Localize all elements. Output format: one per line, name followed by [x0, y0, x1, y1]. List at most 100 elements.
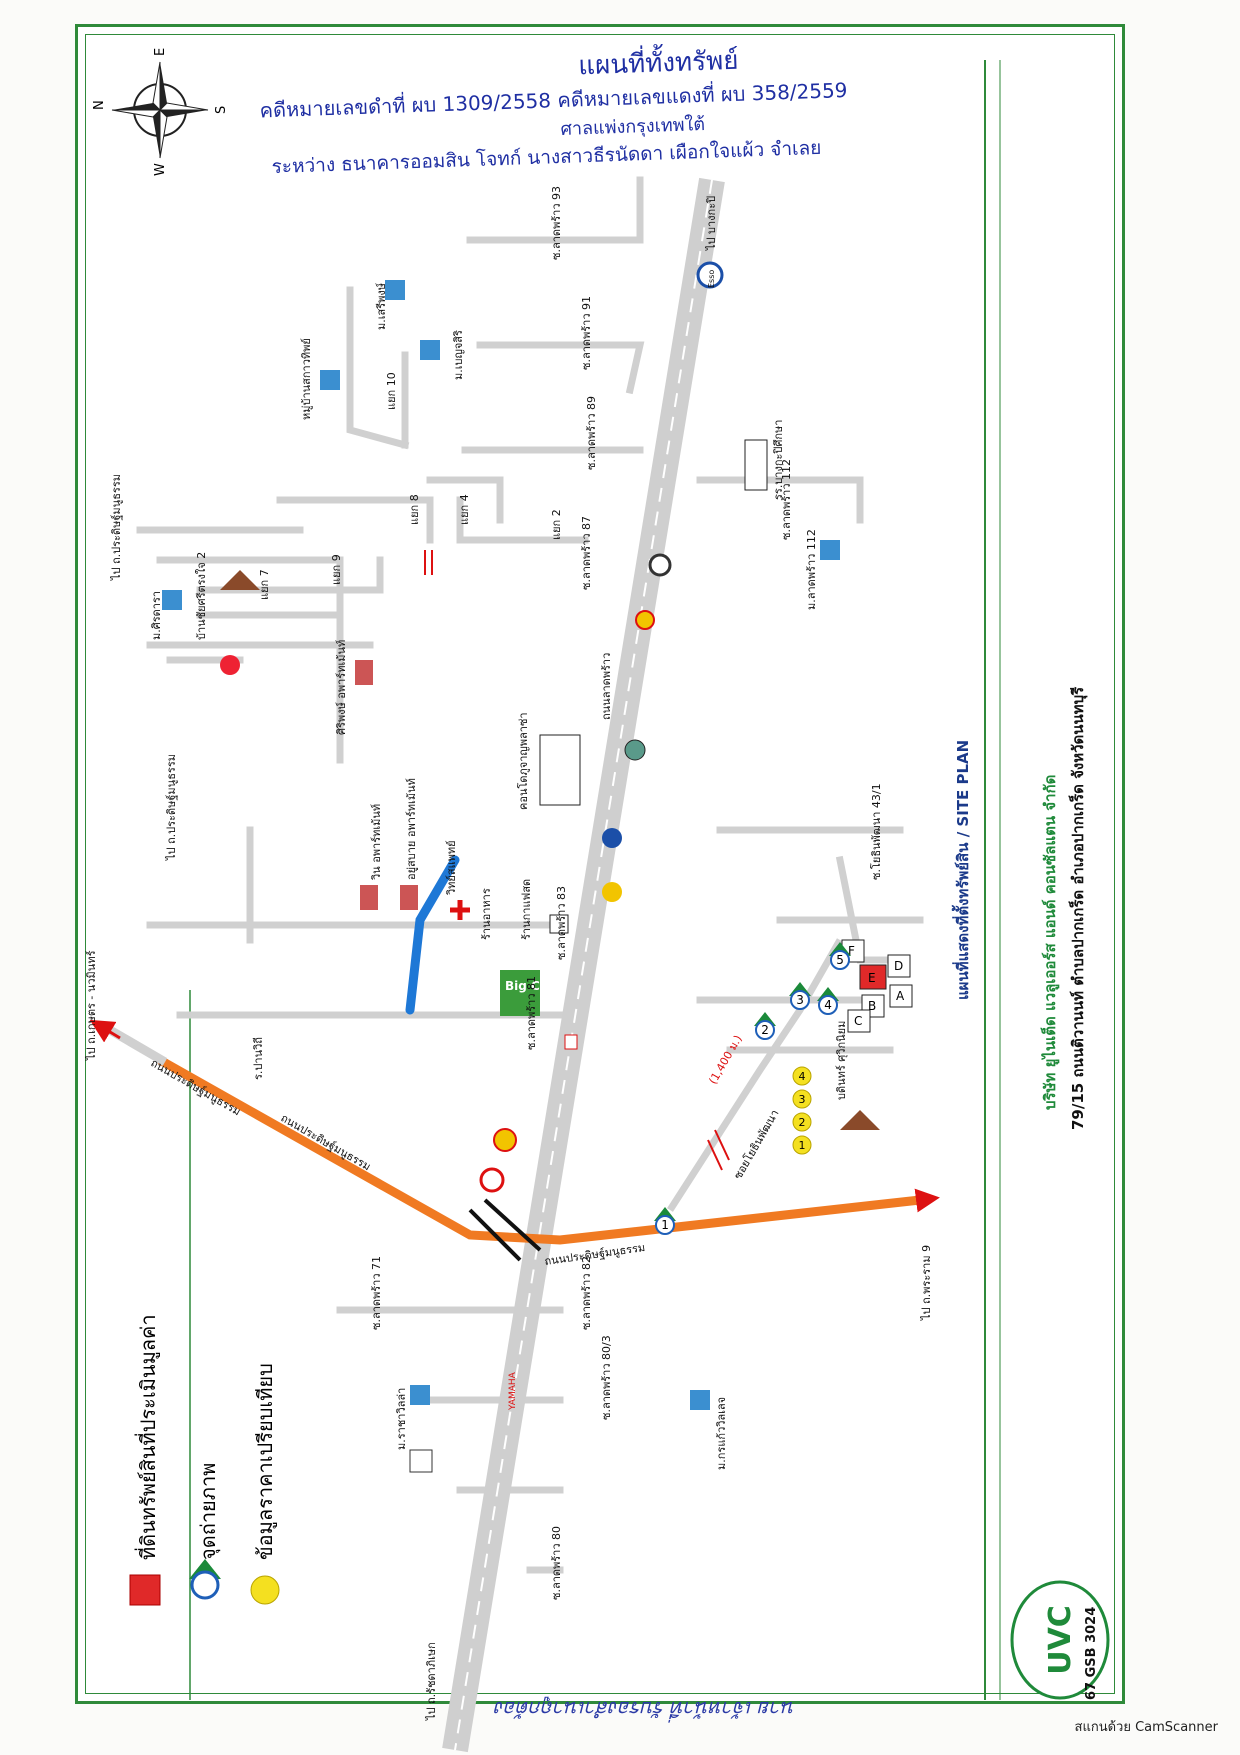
comparison-points: 1 2 3 4	[792, 1066, 812, 1155]
soi-pannawat: ร.ปานวิถี	[252, 1037, 265, 1080]
m-chanarat-icon	[420, 340, 440, 360]
plot-label-f: F	[848, 944, 855, 958]
photo-point-2-label: 2	[761, 1023, 769, 1037]
place-condo: คอนโดภูจาญพลาซ่า	[516, 712, 530, 810]
site-plan-code: 67 GSB 3024	[1084, 1607, 1099, 1700]
soi-93-road	[556, 176, 644, 244]
clinic-cross-icon	[450, 900, 470, 920]
place-usaan-apart: อยู่สบาย อพาร์ทเม้นท์	[405, 778, 418, 880]
site-plan-panel: แผนที่แสดงที่ตั้งทรัพย์สิน / SITE PLAN บ…	[951, 686, 1110, 1700]
site-plan-title: แผนที่แสดงที่ตั้งทรัพย์สิน / SITE PLAN	[951, 740, 972, 1000]
place-baanpim: บดินทร์ ศุวิกนิยม	[835, 1021, 848, 1100]
place-m-suetphong: ม.เสรีพงษ์	[375, 283, 388, 330]
plot-label-e: E	[868, 971, 876, 985]
comparison-point-4[interactable]: 4	[792, 1066, 812, 1086]
soi-87: ซ.ลาดพร้าว 87	[580, 516, 593, 590]
handwritten-header: แผนที่ทั้งทรัพย์ คดีหมายเลขดำที่ ผบ 1309…	[259, 41, 848, 178]
m-kanokwilla-icon	[690, 1390, 710, 1410]
comparison-point-2[interactable]: 2	[792, 1112, 812, 1132]
soi-112: ซ.ลาดพร้าว 112	[780, 459, 793, 540]
soi-yaek7: แยก 7	[258, 569, 271, 600]
place-ngamwong: ศิริพงษ์ อพาร์ทเม้นท์	[335, 640, 348, 735]
shell-icon-2	[493, 1128, 517, 1152]
compass-rose: N S E W	[92, 48, 229, 176]
place-rr-bangkapi: รร.บางกะปิศึกษา	[772, 420, 785, 500]
comparison-point-4-label: 4	[799, 1070, 806, 1083]
legend-property-swatch	[129, 1574, 161, 1606]
label-expressway-c: ถนนประดิษฐ์มนูธรรม	[544, 1241, 646, 1268]
ktb-icon	[602, 828, 622, 848]
main-road-ladprao	[442, 177, 725, 1753]
header-court: ศาลแพ่งกรุงเทพใต้	[560, 113, 705, 140]
bank-icon	[624, 739, 646, 761]
compass-w: W	[153, 163, 168, 176]
place-m-khunsuk: ม.ศิรดารา	[150, 591, 163, 640]
place-m-chanarat: ม.เบญจสิริ	[452, 330, 465, 380]
m-suetphong-icon	[385, 280, 405, 300]
comparison-point-1[interactable]: 1	[792, 1135, 812, 1155]
comparison-point-3[interactable]: 3	[792, 1089, 812, 1109]
photo-point-1-label: 1	[661, 1218, 669, 1232]
m-khunsuk-icon	[162, 590, 182, 610]
plot-label-a: A	[896, 989, 905, 1003]
big-c-label: Big C	[505, 979, 540, 993]
soi-71: ซ.ลาดพร้าว 71	[370, 1256, 383, 1330]
sheet-inner-border	[85, 34, 1115, 1694]
baanpim-house-icon	[840, 1110, 880, 1130]
header-parties: ระหว่าง ธนาคารออมสิน โจทก์ นางสาวธีรนัดด…	[271, 136, 821, 178]
expressway-orange	[157, 1056, 921, 1245]
m-rachavilla-icon	[410, 1385, 430, 1405]
uvc-logo-text: UVC	[1043, 1605, 1078, 1675]
arrow-rama9	[914, 1188, 940, 1213]
uvc-logo-ring	[1010, 1580, 1110, 1700]
photo-point-2[interactable]: 2	[754, 1012, 776, 1040]
win-apart-icon	[360, 885, 378, 910]
comparison-point-1-label: 1	[799, 1139, 806, 1152]
landmarks: Big C	[162, 261, 880, 1473]
compass-s: S	[214, 106, 229, 114]
photo-point-3[interactable]: 3	[789, 982, 811, 1010]
place-m-ladprao112: ม.ลาดพร้าว 112	[805, 529, 818, 610]
photo-points: 1 2 3 4 5	[654, 942, 851, 1235]
legend-photo-swatch	[189, 1559, 221, 1600]
legend: ที่ดินทรัพย์สินที่ประเมินมูลค่า จุดถ่ายภ…	[129, 1314, 280, 1606]
photo-point-4[interactable]: 4	[817, 987, 839, 1015]
compass-points-light	[111, 61, 209, 159]
label-soi-property: ซอยโยธินพัฒนา	[730, 1107, 781, 1182]
usaan-apart-icon	[400, 885, 418, 910]
soi-yaek2: แยก 2	[550, 509, 563, 540]
comparison-point-2-label: 2	[799, 1116, 806, 1129]
caltex-icon	[479, 1167, 505, 1193]
place-win-apart: วิน อพาร์ทเม้นท์	[370, 804, 383, 881]
soi-yaek10: แยก 10	[385, 372, 398, 410]
place-baan-pruksa: หมู่บ้านสกาวทิพย์	[300, 338, 313, 420]
school-icon	[744, 439, 768, 491]
seven-eleven-icon	[564, 1034, 578, 1050]
soi-82: ซ.ลาดพร้าว 82	[580, 1256, 593, 1330]
compass-e: E	[153, 48, 168, 56]
soi-81: ซ.ลาดพร้าว 81	[525, 976, 538, 1050]
legend-property: ที่ดินทรัพย์สินที่ประเมินมูลค่า	[134, 1314, 161, 1560]
legend-comparison: ข้อมูลราคาเปรียบเทียบ	[253, 1363, 278, 1560]
place-m-rachavilla: ม.ราชาวิลล่า	[395, 1388, 408, 1450]
label-expressway-a: ถนนประดิษฐ์มนูธรรม	[149, 1056, 243, 1118]
soi-yaek8: แยก 8	[408, 494, 421, 525]
photo-point-1[interactable]: 1	[654, 1207, 676, 1235]
dest-ratchada: ไป ถ.รัชดาภิเษก	[425, 1642, 438, 1721]
header-title: แผนที่ทั้งทรัพย์	[578, 41, 739, 82]
photo-point-5[interactable]: 5	[829, 942, 851, 970]
condo-building-icon	[539, 734, 581, 806]
soi-93: ซ.ลาดพร้าว 93	[550, 186, 563, 260]
photo-point-4-label: 4	[824, 998, 832, 1012]
soi-80: ซ.ลาดพร้าว 80	[550, 1526, 563, 1600]
baan-chaiya-house-icon	[220, 570, 260, 590]
arrow-kaset	[89, 1019, 121, 1043]
dest-pradit-top: ไป ถ.ประดิษฐ์มนูธรรม	[110, 474, 123, 581]
label-expressway-b: ถนนประดิษฐ์มนูธรรม	[279, 1111, 373, 1173]
ngamwong-apart-icon	[355, 660, 373, 685]
place-baan-chaiya: บ้านชัยศรีตรงใจ 2	[195, 552, 208, 640]
label-distance: (1,400 ม.)	[706, 1033, 744, 1087]
soi-91: ซ.ลาดพร้าว 91	[580, 296, 593, 370]
photo-point-3-label: 3	[796, 993, 804, 1007]
